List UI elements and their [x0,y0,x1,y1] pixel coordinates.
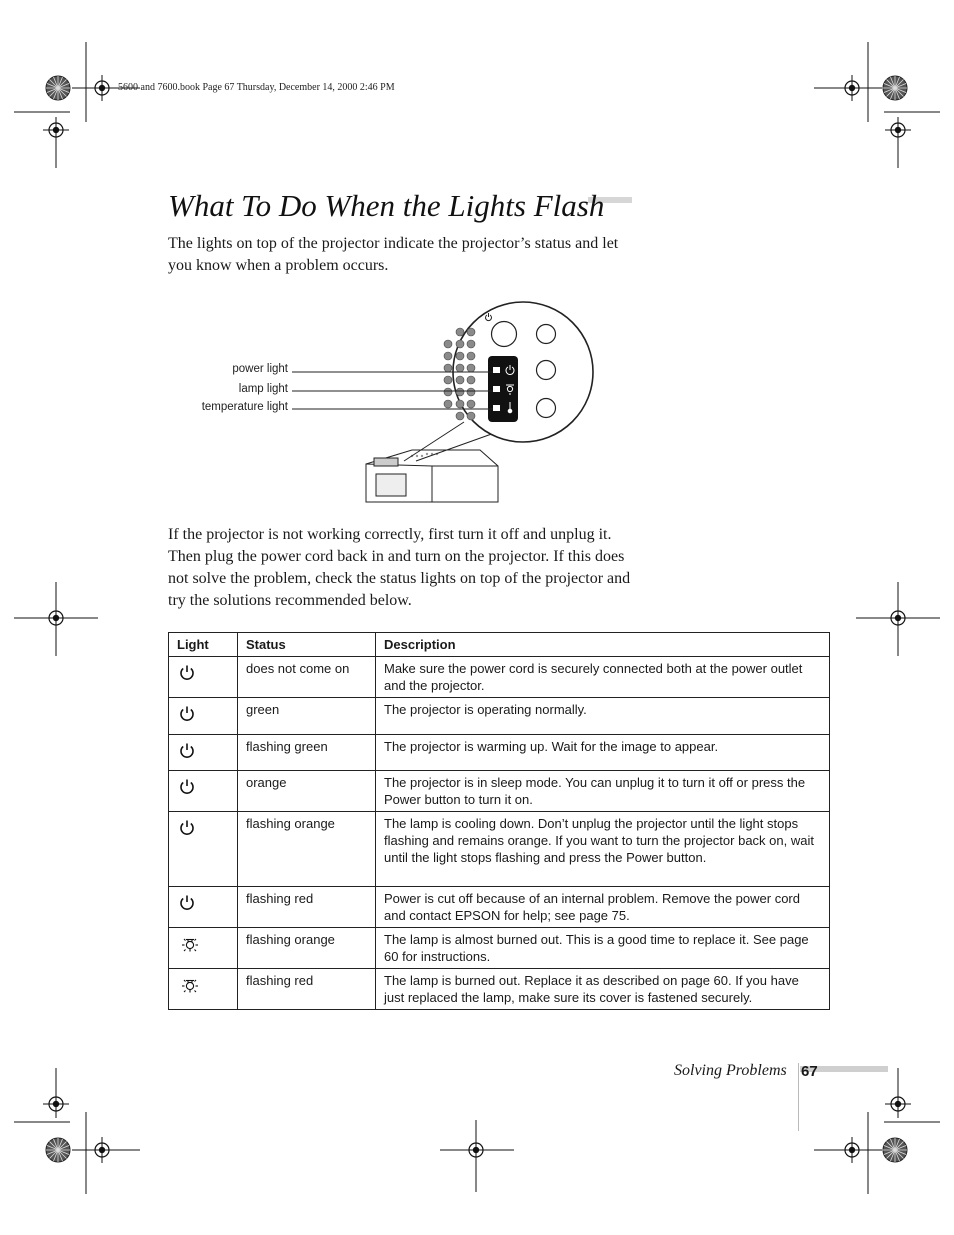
light-cell [168,927,238,969]
status-cell: flashing red [237,968,376,1010]
description-cell: The projector is in sleep mode. You can … [375,770,830,812]
troubleshoot-paragraph: If the projector is not working correctl… [168,526,631,609]
power-icon [179,779,195,798]
status-lights-table: Light Status Description does not come o… [168,632,830,1010]
light-cell [168,968,238,1010]
light-cell [168,734,238,771]
description-cell: The lamp is cooling down. Don’t unplug t… [375,811,830,887]
power-light-label: power light [232,363,288,375]
description-cell: Power is cut off because of an internal … [375,886,830,928]
light-cell [168,656,238,698]
power-icon [179,895,195,914]
lamp-icon [179,979,201,999]
description-cell: The projector is operating normally. [375,697,830,735]
footer-accent-bar [800,1066,888,1072]
power-icon [179,706,195,725]
description-cell: Make sure the power cord is securely con… [375,656,830,698]
power-icon [179,665,195,684]
status-cell: flashing red [237,886,376,928]
footer-rule [798,1063,799,1131]
description-cell: The lamp is almost burned out. This is a… [375,927,830,969]
description-cell: The projector is warming up. Wait for th… [375,734,830,771]
crop-header-text: 5600 and 7600.book Page 67 Thursday, Dec… [118,82,395,93]
footer-section-title: Solving Problems [674,1062,787,1079]
light-cell [168,770,238,812]
status-cell: does not come on [237,656,376,698]
status-cell: flashing orange [237,927,376,969]
power-icon [179,743,195,762]
power-icon [179,820,195,839]
projector-lights-figure: power light lamp light temperature light [180,296,610,508]
table-header-row: Light Status Description [168,632,830,657]
page-number: 67 [801,1063,818,1080]
light-cell [168,886,238,928]
description-cell: The lamp is burned out. Replace it as de… [375,968,830,1010]
temperature-light-label: temperature light [201,401,288,413]
projector-illustration [292,301,594,503]
status-cell: flashing green [237,734,376,771]
header-description: Description [375,632,830,657]
lamp-icon [179,938,201,958]
intro-paragraph: The lights on top of the projector indic… [168,235,619,274]
status-cell: orange [237,770,376,812]
light-cell [168,811,238,887]
title-accent-bar [588,197,632,203]
status-cell: green [237,697,376,735]
status-cell: flashing orange [237,811,376,887]
header-light: Light [168,632,238,657]
header-status: Status [237,632,376,657]
lamp-light-label: lamp light [238,383,288,395]
light-cell [168,697,238,735]
page-title: What To Do When the Lights Flash [168,188,605,223]
